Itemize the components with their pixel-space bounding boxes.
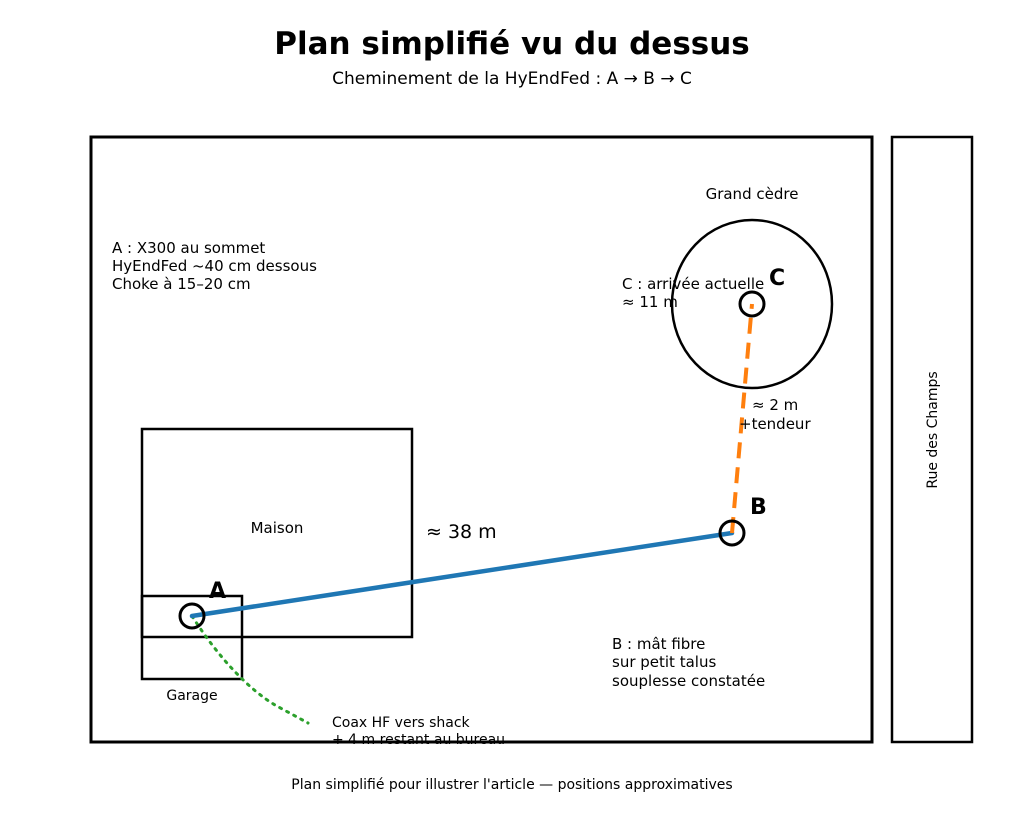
- note-a-line-3: Choke à 15–20 cm: [112, 275, 251, 293]
- garage-label: Garage: [166, 688, 217, 704]
- house-label: Maison: [251, 519, 304, 537]
- note-a-line-1: A : X300 au sommet: [112, 239, 265, 257]
- house-rect: [140, 427, 414, 639]
- coax-note-line-2: + 4 m restant au bureau: [332, 732, 505, 748]
- point-a-marker: [178, 602, 206, 630]
- note-b-line-2: sur petit talus: [612, 653, 716, 671]
- distance-ab-label: ≈ 38 m: [426, 521, 497, 543]
- coax-line: [190, 614, 310, 725]
- point-c-marker: [738, 290, 766, 318]
- point-a-letter: A: [209, 579, 226, 604]
- coax-note-line-1: Coax HF vers shack: [332, 715, 471, 731]
- page-subtitle: Cheminement de la HyEndFed : A → B → C: [332, 69, 692, 89]
- point-c-letter: C: [769, 266, 785, 291]
- tree-circle: [670, 218, 834, 390]
- note-c-line-2: ≈ 11 m: [622, 293, 678, 311]
- street-label: Rue des Champs: [925, 371, 941, 488]
- point-b-marker: [718, 519, 746, 547]
- distance-bc-line-1: ≈ 2 m: [752, 396, 798, 414]
- distance-bc-line-2: +tendeur: [739, 415, 811, 433]
- note-b-line-1: B : mât fibre: [612, 635, 705, 653]
- point-b-letter: B: [750, 495, 767, 520]
- garage-rect: [140, 594, 244, 681]
- note-c-line-1: C : arrivée actuelle: [622, 275, 764, 293]
- street-rect: [890, 135, 974, 744]
- tree-label: Grand cèdre: [706, 185, 799, 203]
- footer-caption: Plan simplifié pour illustrer l'article …: [291, 777, 732, 793]
- page-title: Plan simplifié vu du dessus: [274, 26, 750, 62]
- segment-bc-line: [730, 303, 754, 534]
- property-boundary: [89, 135, 874, 744]
- note-a-line-2: HyEndFed ~40 cm dessous: [112, 257, 317, 275]
- segment-ab-line: [189, 530, 735, 619]
- note-b-line-3: souplesse constatée: [612, 672, 765, 690]
